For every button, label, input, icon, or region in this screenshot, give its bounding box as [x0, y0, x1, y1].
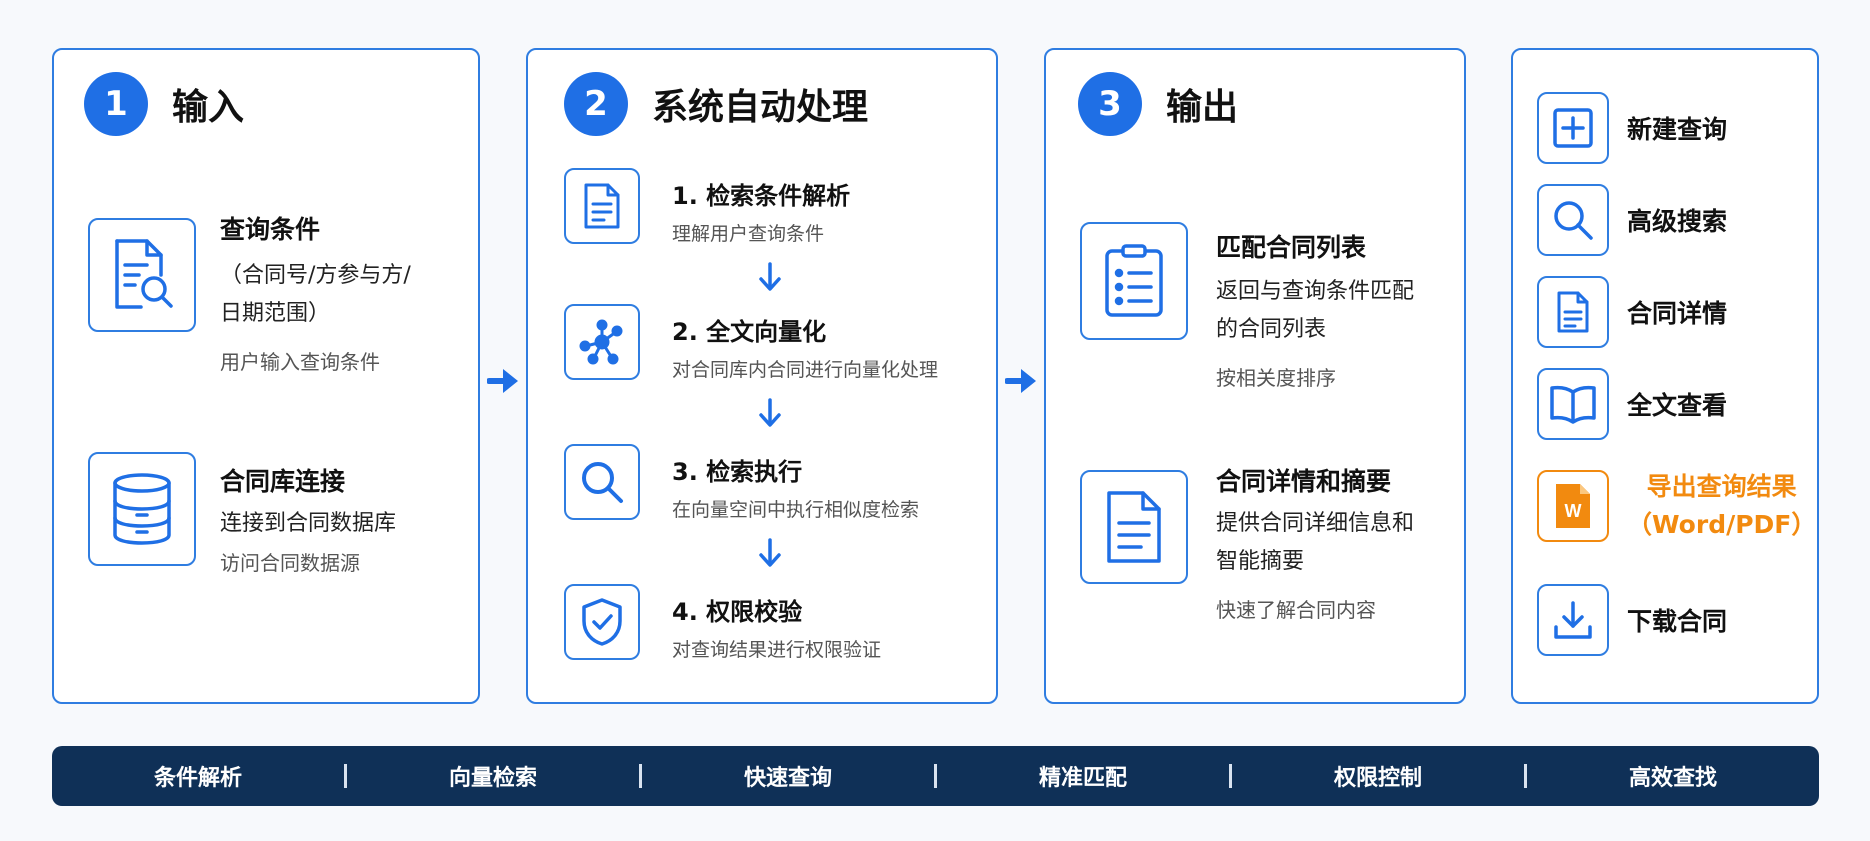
advanced-search-label: 高级搜索 — [1627, 207, 1728, 236]
processing-panel: 2 系统自动处理 1. 检索条件解析 理解用户查询条件 — [526, 48, 998, 704]
process-step-4: 4. 权限校验 对查询结果进行权限验证 — [672, 592, 881, 662]
separator — [934, 764, 937, 788]
document-icon — [1537, 276, 1609, 348]
arrow-down-icon — [759, 262, 781, 291]
matched-list-sub: 按相关度排序 — [1216, 365, 1336, 390]
document-icon — [564, 168, 640, 244]
matched-list-title: 匹配合同列表 — [1216, 233, 1367, 262]
processing-header: 2 系统自动处理 — [564, 72, 868, 136]
contract-db-body: 连接到合同数据库 — [220, 510, 397, 536]
output-title: 输出 — [1166, 87, 1239, 128]
export-results-label-line2: （Word/PDF） — [1627, 509, 1817, 539]
contract-detail-sub: 快速了解合同内容 — [1216, 597, 1376, 622]
separator — [1229, 764, 1232, 788]
advanced-search-button[interactable]: 高级搜索 — [1537, 184, 1727, 256]
export-results-button[interactable]: W 导出查询结果 （Word/PDF） — [1537, 468, 1816, 543]
full-text-view-label: 全文查看 — [1627, 391, 1728, 420]
flow-arrow-right-icon — [487, 369, 518, 393]
contract-detail-text: 合同详情和摘要 提供合同详细信息和 智能摘要 快速了解合同内容 — [1216, 466, 1414, 624]
process-step-title: 1. 检索条件解析 — [672, 182, 851, 210]
separator — [1524, 764, 1527, 788]
full-text-view-button[interactable]: 全文查看 — [1537, 368, 1727, 440]
contract-detail-title: 合同详情和摘要 — [1216, 467, 1392, 496]
contract-detail-line2: 智能摘要 — [1216, 549, 1305, 574]
query-conditions-line2: 日期范围） — [220, 301, 331, 326]
step-number-badge: 2 — [564, 72, 628, 136]
process-step-title: 2. 全文向量化 — [672, 318, 827, 346]
matched-list-text: 匹配合同列表 返回与查询条件匹配 的合同列表 按相关度排序 — [1216, 232, 1414, 392]
network-nodes-icon — [564, 304, 640, 380]
process-step-1: 1. 检索条件解析 理解用户查询条件 — [672, 176, 850, 246]
word-file-letter: W — [1565, 501, 1582, 521]
process-step-title: 4. 权限校验 — [672, 598, 803, 626]
feature-label: 权限控制 — [1333, 766, 1422, 791]
input-header: 1 输入 — [84, 72, 244, 136]
process-step-sub: 在向量空间中执行相似度检索 — [672, 499, 920, 521]
process-step-sub: 对查询结果进行权限验证 — [672, 639, 882, 661]
feature-label: 向量检索 — [448, 766, 537, 791]
separator — [344, 764, 347, 788]
feature-label: 高效查找 — [1628, 766, 1717, 791]
process-step-sub: 对合同库内合同进行向量化处理 — [672, 359, 939, 381]
feature-label: 精准匹配 — [1038, 766, 1127, 791]
shield-check-icon — [564, 584, 640, 660]
plus-square-icon — [1537, 92, 1609, 164]
new-query-button[interactable]: 新建查询 — [1537, 92, 1727, 164]
search-icon — [1537, 184, 1609, 256]
clipboard-list-icon — [1080, 222, 1188, 340]
query-conditions-line1: （合同号/方参与方/ — [220, 262, 411, 288]
document-lines-icon — [1080, 470, 1188, 584]
search-icon — [564, 444, 640, 520]
download-contract-button[interactable]: 下载合同 — [1537, 584, 1727, 656]
process-step-2: 2. 全文向量化 对合同库内合同进行向量化处理 — [672, 312, 938, 382]
output-panel: 3 输出 匹配合同列表 返回与查询条件匹配 的合同列表 按相关度排序 合同详情 — [1044, 48, 1466, 704]
export-results-label: 导出查询结果 （Word/PDF） — [1627, 468, 1816, 543]
new-query-label: 新建查询 — [1627, 115, 1728, 144]
download-contract-label: 下载合同 — [1627, 607, 1728, 636]
processing-title: 系统自动处理 — [652, 87, 869, 128]
database-icon — [88, 452, 196, 566]
export-results-label-line1: 导出查询结果 — [1646, 472, 1797, 501]
contract-db-sub: 访问合同数据源 — [220, 551, 360, 575]
actions-panel: 新建查询 高级搜索 合同详情 — [1511, 48, 1819, 704]
matched-list-line2: 的合同列表 — [1216, 317, 1327, 342]
matched-list-line1: 返回与查询条件匹配 — [1216, 278, 1415, 304]
contract-details-button[interactable]: 合同详情 — [1537, 276, 1727, 348]
contract-detail-line1: 提供合同详细信息和 — [1216, 510, 1415, 536]
step-number-badge: 1 — [84, 72, 148, 136]
arrow-down-icon — [759, 398, 781, 427]
process-step-sub: 理解用户查询条件 — [672, 223, 825, 245]
query-conditions-title: 查询条件 — [220, 215, 321, 244]
contract-details-label: 合同详情 — [1627, 299, 1728, 328]
separator — [639, 764, 642, 788]
process-step-title: 3. 检索执行 — [672, 458, 803, 486]
process-step-3: 3. 检索执行 在向量空间中执行相似度检索 — [672, 452, 919, 522]
query-conditions-text: 查询条件 （合同号/方参与方/ 日期范围） 用户输入查询条件 — [220, 214, 411, 376]
flow-arrow-right-icon — [1005, 369, 1036, 393]
input-panel: 1 输入 查询条件 （合同号/方参与方/ 日期范围） 用户输入查询条件 — [52, 48, 480, 704]
download-icon — [1537, 584, 1609, 656]
step-number-badge: 3 — [1078, 72, 1142, 136]
feature-label: 快速查询 — [743, 766, 832, 791]
query-conditions-sub: 用户输入查询条件 — [220, 349, 380, 374]
contract-db-title: 合同库连接 — [220, 467, 346, 496]
features-bar: 条件解析 向量检索 快速查询 精准匹配 权限控制 高效查找 — [52, 746, 1819, 806]
open-book-icon — [1537, 368, 1609, 440]
contract-db-text: 合同库连接 连接到合同数据库 访问合同数据源 — [220, 466, 396, 577]
word-file-icon: W — [1537, 469, 1609, 542]
input-title: 输入 — [172, 87, 245, 128]
output-header: 3 输出 — [1078, 72, 1238, 136]
arrow-down-icon — [759, 538, 781, 567]
document-search-icon — [88, 218, 196, 332]
feature-label: 条件解析 — [153, 766, 242, 791]
